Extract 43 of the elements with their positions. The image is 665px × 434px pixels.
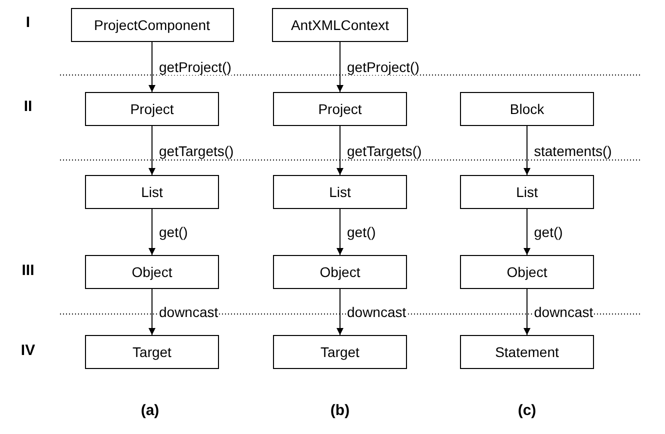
level-label: IV: [20, 342, 36, 359]
level-label: II: [24, 98, 32, 115]
edge-label: statements(): [533, 142, 613, 158]
edge-label: get(): [346, 224, 377, 240]
edge-label: getProject(): [158, 59, 232, 75]
edge-label: downcast: [533, 304, 594, 320]
edge-label: getTargets(): [158, 142, 235, 158]
arrow: [148, 126, 156, 176]
arrow: [524, 288, 530, 336]
panel-label: (b): [330, 402, 350, 419]
class-box: Target: [85, 335, 219, 369]
arrow: [524, 126, 530, 176]
arrow: [336, 42, 344, 92]
arrow: [336, 126, 344, 176]
arrow: [148, 42, 156, 92]
class-box: Block: [460, 92, 594, 126]
edge-label: get(): [158, 224, 189, 240]
edge-label: downcast: [158, 304, 220, 320]
arrow: [336, 208, 344, 256]
arrow: [148, 288, 156, 336]
level-label: III: [22, 262, 34, 279]
panel-label: (a): [140, 402, 160, 419]
class-box: ProjectComponent: [70, 8, 234, 42]
class-box: Project: [85, 92, 219, 126]
class-box: AntXMLContext: [272, 8, 408, 42]
arrow: [148, 208, 156, 256]
edge-label: get(): [533, 224, 564, 240]
class-box: Statement: [460, 335, 594, 369]
level-label: I: [26, 14, 30, 31]
class-box: Target: [273, 335, 407, 369]
class-box: Object: [273, 255, 407, 289]
class-box: Project: [273, 92, 407, 126]
edge-label: getProject(): [346, 59, 420, 75]
class-box: List: [460, 175, 594, 209]
panel-label: (c): [518, 402, 536, 419]
class-box: Object: [85, 255, 219, 289]
arrow: [524, 208, 530, 256]
arrow: [336, 288, 344, 336]
edge-label: getTargets(): [346, 142, 423, 158]
edge-label: downcast: [346, 304, 408, 320]
class-box: List: [273, 175, 407, 209]
class-box: Object: [460, 255, 594, 289]
class-box: List: [85, 175, 219, 209]
